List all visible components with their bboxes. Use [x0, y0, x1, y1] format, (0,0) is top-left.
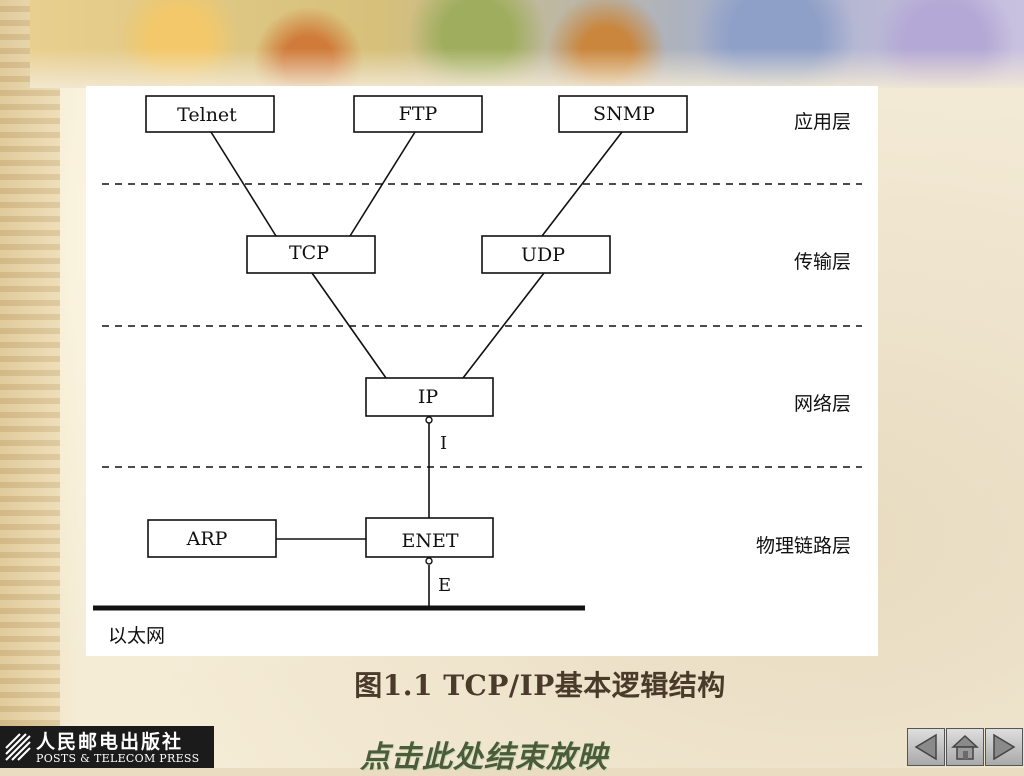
- connector-lines: [210, 131, 623, 608]
- label-physical-link-layer: 物理链路层: [756, 535, 851, 557]
- label-ethernet: 以太网: [108, 625, 165, 647]
- layer-separators: [102, 183, 862, 468]
- triangle-right-icon: [993, 733, 1016, 761]
- next-slide-button[interactable]: [985, 728, 1023, 766]
- home-button[interactable]: [946, 728, 984, 766]
- line-ftp-tcp: [349, 131, 416, 237]
- box-udp: [481, 235, 611, 274]
- line-snmp-udp: [541, 131, 623, 237]
- interface-i-dot: [425, 416, 433, 424]
- label-interface-e: E: [438, 575, 451, 596]
- box-ip: [365, 377, 494, 417]
- box-enet: [365, 517, 494, 558]
- box-arp: [147, 519, 277, 558]
- box-snmp: [558, 95, 688, 133]
- publisher-logo: 人民邮电出版社 POSTS & TELECOM PRESS: [0, 726, 214, 768]
- line-telnet-tcp: [210, 131, 277, 237]
- publisher-name-cn: 人民邮电出版社: [36, 731, 184, 753]
- label-tcp: TCP: [289, 242, 329, 264]
- label-enet: ENET: [401, 530, 458, 552]
- label-ftp: FTP: [399, 103, 438, 125]
- top-decor-fade: [30, 0, 1024, 88]
- box-ftp: [353, 95, 483, 133]
- interface-e-dot: [425, 557, 433, 565]
- box-telnet: [145, 95, 275, 133]
- label-ip: IP: [418, 386, 439, 408]
- label-application-layer: 应用层: [794, 111, 851, 133]
- publisher-mark-icon: [5, 733, 31, 761]
- figure-caption: 图1.1 TCP/IP基本逻辑结构: [354, 669, 726, 702]
- label-telnet: Telnet: [177, 104, 237, 126]
- left-decor-strip: [0, 0, 60, 768]
- label-arp: ARP: [186, 528, 228, 550]
- label-transport-layer: 传输层: [794, 251, 851, 273]
- publisher-name-en: POSTS & TELECOM PRESS: [36, 752, 200, 765]
- prev-slide-button[interactable]: [907, 728, 945, 766]
- label-snmp: SNMP: [593, 103, 655, 125]
- end-show-button[interactable]: 点击此处结束放映: [360, 740, 608, 775]
- diagram-panel: [86, 86, 878, 656]
- line-udp-ip: [462, 272, 545, 379]
- label-udp: UDP: [521, 244, 565, 266]
- triangle-left-icon: [914, 733, 937, 761]
- label-interface-i: I: [440, 433, 447, 454]
- home-icon: [951, 734, 979, 760]
- box-tcp: [246, 235, 376, 274]
- label-network-layer: 网络层: [794, 393, 851, 415]
